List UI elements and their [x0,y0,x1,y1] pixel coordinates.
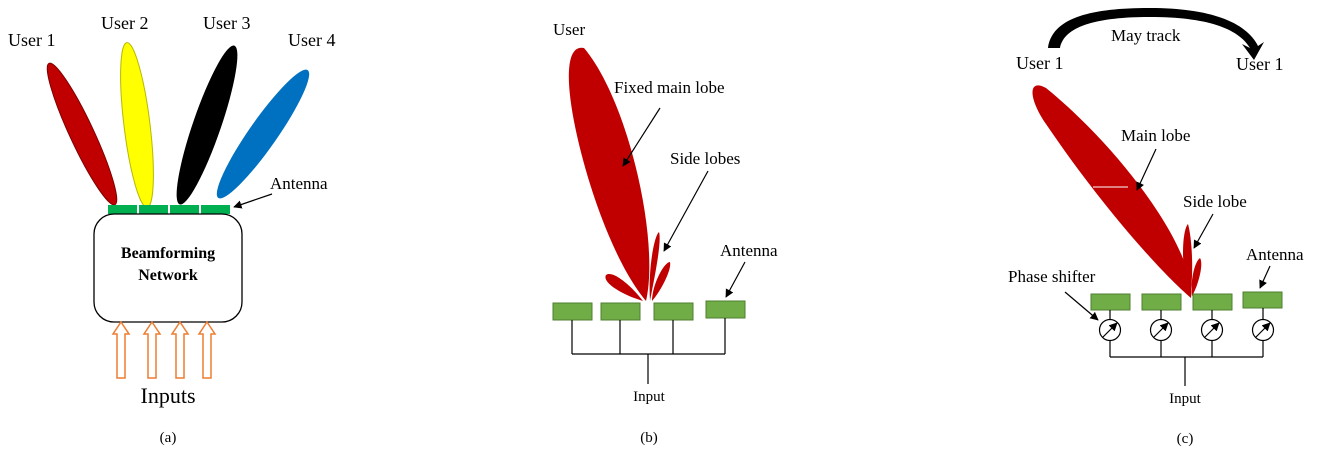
caption-a: (a) [160,430,177,446]
antenna-element [600,302,641,321]
input-arrow [111,320,131,379]
phase-shifter-pointer-arrow [1064,291,1099,321]
main-lobe [1032,85,1192,299]
antenna-array [1090,291,1283,311]
beam-user-2 [120,42,154,208]
panel-a: User 1 User 2 User 3 User 4 Antenna Beam… [8,13,336,446]
tracking-arrow [1048,8,1264,60]
beam-user-3 [176,45,238,205]
user-1-left-label: User 1 [1016,53,1064,73]
antenna-element [1090,293,1131,311]
caption-c: (c) [1177,431,1194,447]
input-arrow [142,320,162,379]
input-label: Input [1169,391,1201,407]
antenna-element [1141,293,1182,311]
side-lobe-right [652,262,671,301]
beam-user-1 [46,62,118,206]
inputs-label: Inputs [141,383,196,408]
antenna-element [552,302,593,321]
phase-shifter-icon [1251,318,1275,342]
side-lobe-pointer-arrow [1193,213,1214,249]
network-label-line1: Beamforming [121,245,215,262]
input-arrow [170,320,190,379]
main-lobe-label: Main lobe [1121,126,1190,145]
antenna-label: Antenna [1246,245,1304,264]
caption-b: (b) [640,430,658,446]
beamforming-network-box [93,213,243,323]
antenna-element [653,302,694,321]
input-arrows [111,320,217,379]
antenna-element [170,205,199,214]
phase-shifter-icon [1149,318,1173,342]
antenna-element [108,205,137,214]
side-lobe-small [1191,258,1202,296]
network-label-line2: Network [138,267,198,284]
antenna-element [139,205,168,214]
antenna-array [108,205,230,214]
antenna-label: Antenna [270,174,328,193]
side-lobe-left [605,273,643,301]
input-arrow [197,320,217,379]
side-lobes-label: Side lobes [670,149,740,168]
antenna-pointer-arrow [725,261,746,298]
fixed-main-lobe-label: Fixed main lobe [614,78,724,97]
antenna-pointer-arrow [1259,265,1271,289]
feed-network [571,318,726,384]
user-4-label: User 4 [288,30,336,50]
antenna-element [1192,293,1233,311]
beam-user-4 [216,69,310,199]
side-lobes-pointer-arrow [663,170,709,252]
phase-shifters [1098,318,1275,342]
side-lobe-label: Side lobe [1183,192,1247,211]
antenna-pointer-arrow [233,193,273,209]
may-track-label: May track [1111,26,1181,45]
main-lobe-pointer-arrow [622,107,661,167]
phase-shifter-icon [1098,318,1122,342]
feed-network [1109,308,1264,386]
main-lobe-pointer-arrow [1136,148,1157,191]
antenna-element [1242,291,1283,309]
antenna-label: Antenna [720,241,778,260]
antenna-element [705,300,746,319]
user-1-label: User 1 [8,30,56,50]
user-1-right-label: User 1 [1236,54,1284,74]
fixed-main-lobe [568,47,650,301]
user-3-label: User 3 [203,13,251,33]
phase-shifter-label: Phase shifter [1008,267,1096,286]
input-label: Input [633,389,665,405]
panel-b: User Fixed main lobe Side lobes Antenna [552,20,778,446]
antenna-element [201,205,230,214]
side-lobe-mid [649,232,660,301]
user-label: User [553,20,585,39]
antenna-array [552,300,746,321]
user-2-label: User 2 [101,13,149,33]
side-lobe [1183,224,1193,296]
panel-c: May track User 1 User 1 Main lobe Side l… [1008,8,1304,447]
phase-shifter-icon [1200,318,1224,342]
